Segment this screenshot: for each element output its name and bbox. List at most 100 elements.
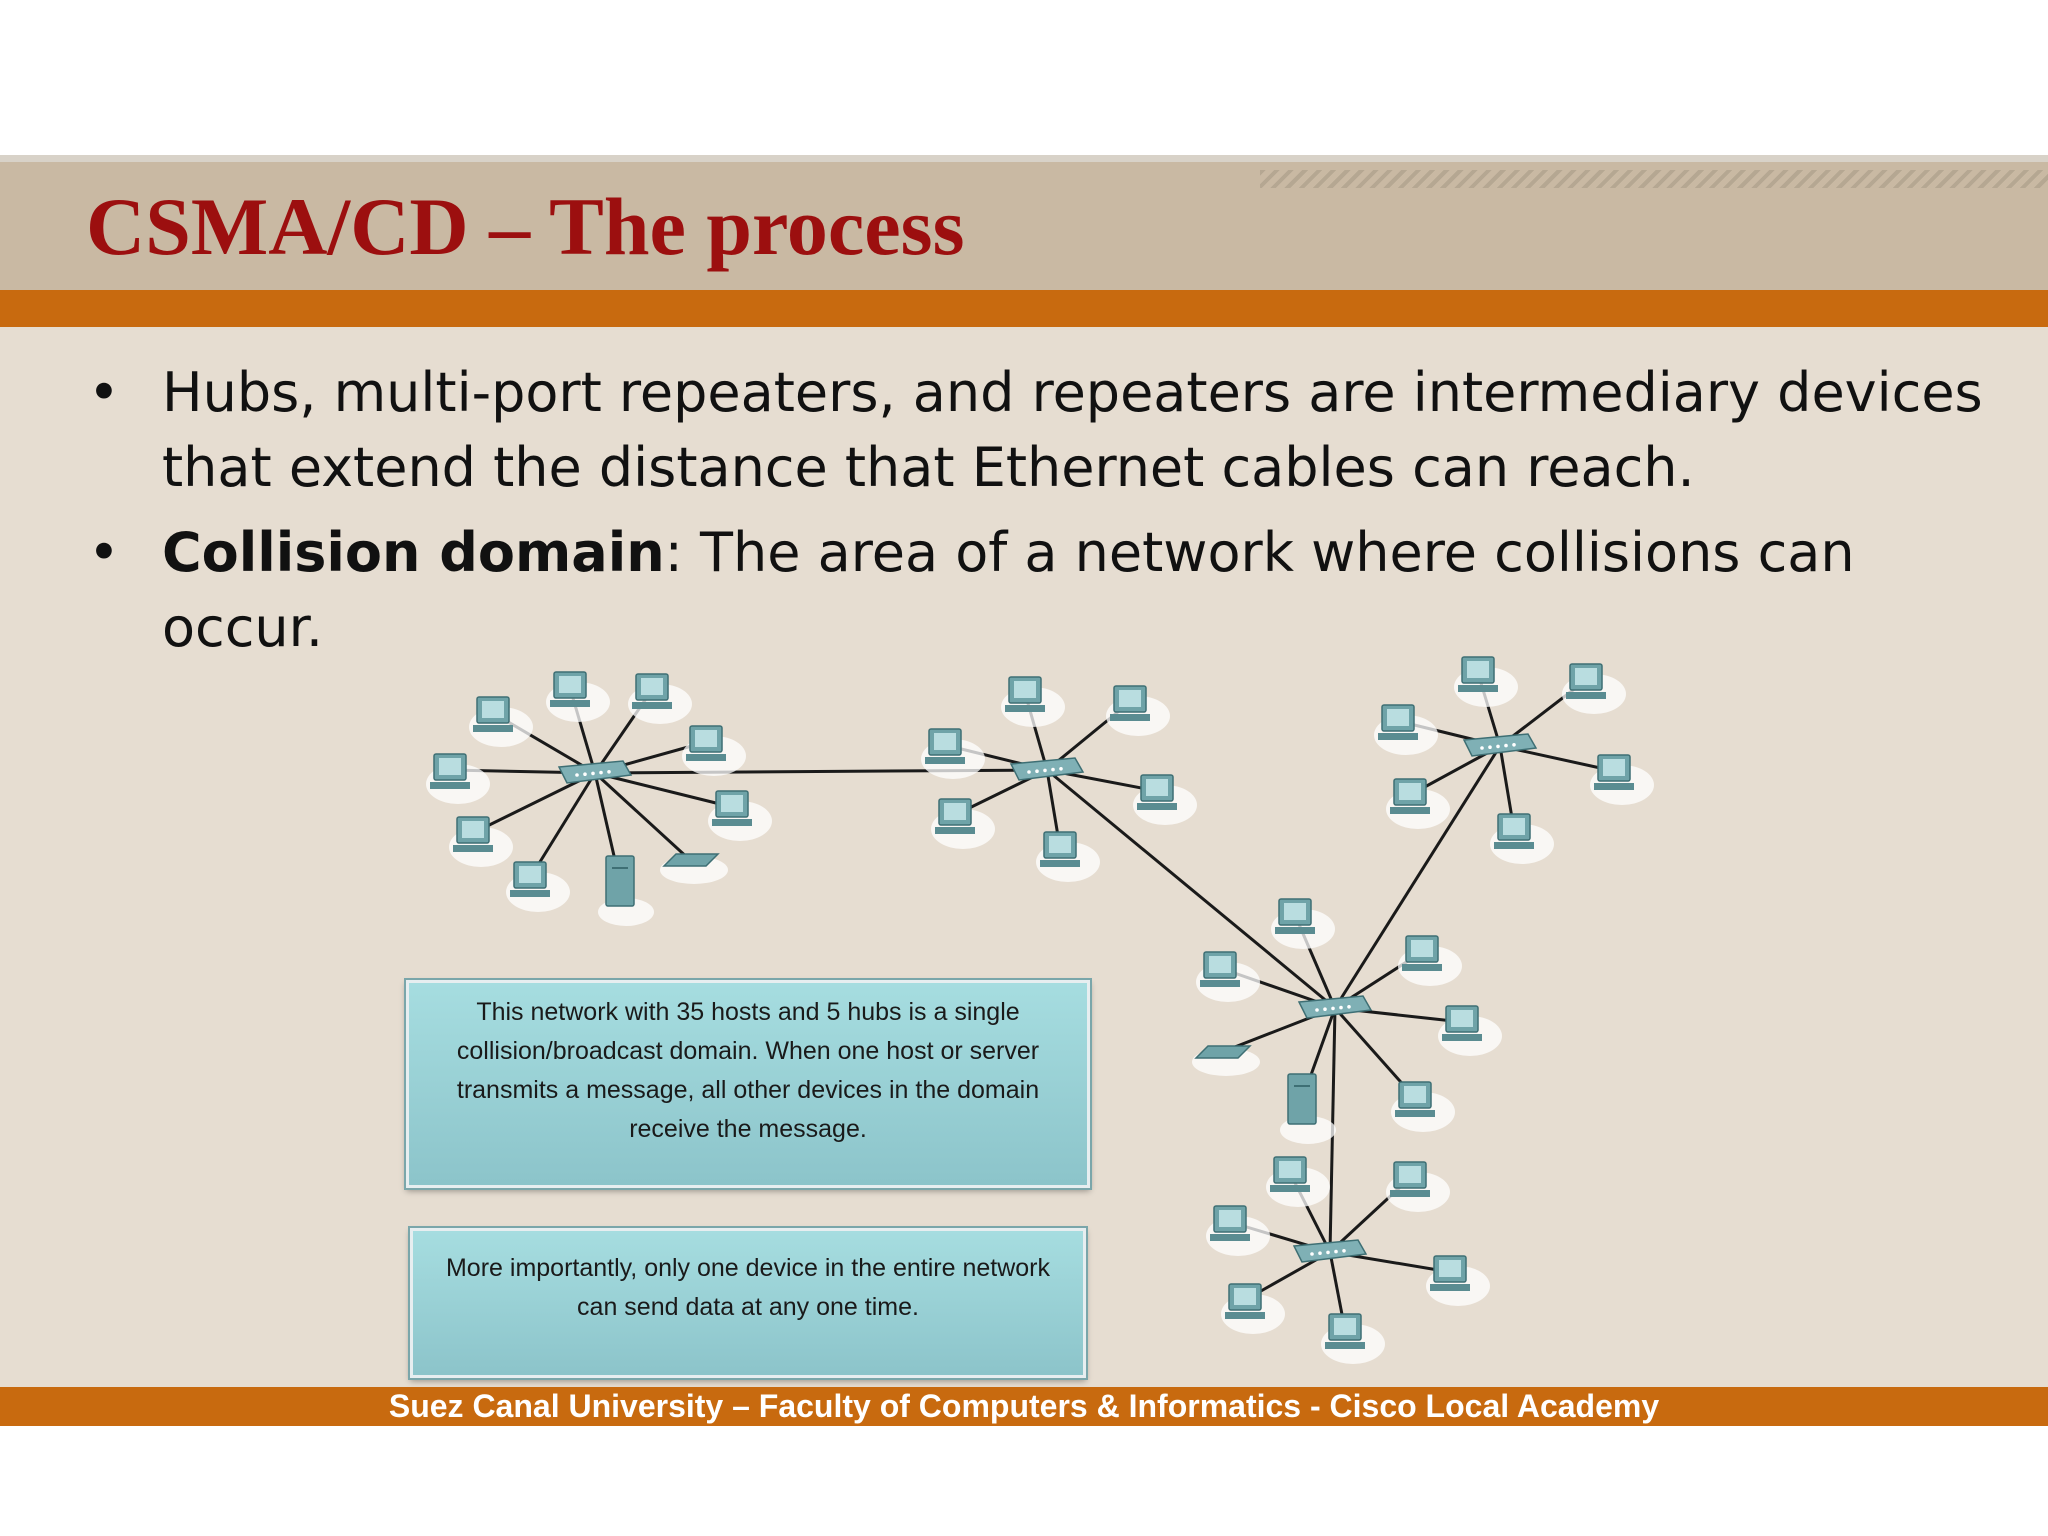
pc-icon-screen — [1234, 1288, 1256, 1305]
hub-icon — [1462, 733, 1538, 757]
hub-icon-port-led — [1504, 743, 1508, 748]
callout-text: This network with 35 hosts and 5 hubs is… — [456, 998, 1040, 1143]
pc-icon-screen — [934, 733, 956, 750]
pc-icon-screen — [721, 795, 743, 812]
pc-icon-screen — [1387, 709, 1409, 726]
hub-icon-port-led — [1480, 746, 1484, 750]
pc-icon-keyboard — [1566, 692, 1606, 699]
hub-icon — [557, 760, 633, 784]
pc-icon-keyboard — [632, 702, 672, 709]
pc-icon-screen — [1575, 668, 1597, 685]
hub-icon-port-led — [1043, 768, 1047, 773]
hub-icon-port-led — [1027, 770, 1031, 774]
hub-icon-port-led — [607, 770, 611, 774]
hub-icon-port-led — [1310, 1252, 1314, 1256]
pc-icon-screen — [1603, 759, 1625, 776]
hub-icon-port-led — [1051, 767, 1055, 772]
hub-icon-port-led — [1318, 1251, 1322, 1255]
host-link — [593, 771, 692, 862]
network-topology-diagram — [426, 656, 1654, 1364]
pc-icon-keyboard — [1005, 705, 1045, 712]
pc-icon-screen — [1399, 1166, 1421, 1183]
footer-bar: Suez Canal University – Faculty of Compu… — [0, 1387, 2048, 1426]
pc-icon-screen — [1209, 956, 1231, 973]
pc-icon-screen — [1334, 1318, 1356, 1335]
pc-icon-keyboard — [1378, 733, 1418, 740]
pc-icon-keyboard — [1270, 1185, 1310, 1192]
pc-icon-keyboard — [1458, 685, 1498, 692]
pc-icon-keyboard — [1110, 714, 1150, 721]
pc-icon-keyboard — [686, 754, 726, 761]
pc-icon-keyboard — [1402, 964, 1442, 971]
pc-icon-screen — [1119, 690, 1141, 707]
hub-icon — [1292, 1239, 1368, 1263]
bullet-item: • Collision domain: The area of a networ… — [88, 515, 1988, 665]
pc-icon-screen — [482, 701, 504, 718]
server-icon — [1287, 1073, 1317, 1125]
pc-icon-keyboard — [473, 725, 513, 732]
server-icon — [605, 855, 635, 907]
hub-icon-port-led — [599, 770, 603, 775]
pc-icon-keyboard — [510, 890, 550, 897]
hub-icon-port-led — [583, 772, 587, 776]
pc-icon-screen — [944, 803, 966, 820]
hub-icon-port-led — [591, 771, 595, 776]
hub-icon — [1297, 995, 1373, 1019]
pc-icon-keyboard — [1210, 1234, 1250, 1241]
bullet-text: : The area of a network where collisions… — [162, 521, 1855, 659]
pc-icon-screen — [1467, 661, 1489, 678]
pc-icon-keyboard — [925, 757, 965, 764]
pc-icon-screen — [1146, 779, 1168, 796]
pc-icon-keyboard — [712, 819, 752, 826]
pc-icon-screen — [559, 676, 581, 693]
host-link — [594, 771, 733, 809]
hub-icon-port-led — [1334, 1249, 1338, 1254]
pc-icon-keyboard — [1390, 807, 1430, 814]
hub-icon-port-led — [575, 773, 579, 777]
hub-icon-port-led — [1035, 769, 1039, 773]
host-link — [528, 772, 597, 879]
title-accent-bar — [0, 290, 2048, 327]
hub-icon-port-led — [1326, 1250, 1330, 1255]
pc-icon-keyboard — [1430, 1284, 1470, 1291]
pc-icon-screen — [1219, 1210, 1241, 1227]
hub-icon-port-led — [1342, 1249, 1346, 1253]
hub-link — [1333, 745, 1502, 1009]
pc-icon-screen — [1404, 1086, 1426, 1103]
pc-icon-screen — [462, 821, 484, 838]
callout-text: More importantly, only one device in the… — [445, 1254, 1050, 1321]
pc-icon-screen — [1014, 681, 1036, 698]
top-rule — [0, 155, 2048, 162]
title-hatch-decoration — [1260, 170, 2048, 188]
hub-icon-port-led — [1315, 1008, 1319, 1012]
pc-icon-keyboard — [1442, 1034, 1482, 1041]
content-area — [0, 327, 2048, 1387]
hub-icon-port-led — [1059, 767, 1063, 771]
pc-icon-keyboard — [1275, 927, 1315, 934]
bullet-list: • Hubs, multi-port repeaters, and repeat… — [88, 355, 1988, 675]
pc-icon-keyboard — [550, 700, 590, 707]
bullet-term: Collision domain — [162, 521, 665, 584]
slide-title: CSMA/CD – The process — [86, 181, 965, 272]
bullet-text: Hubs, multi-port repeaters, and repeater… — [162, 361, 1983, 499]
pc-icon-keyboard — [1594, 783, 1634, 790]
hub-icon-port-led — [1512, 743, 1516, 747]
bullet-item: • Hubs, multi-port repeaters, and repeat… — [88, 355, 1988, 505]
pc-icon-keyboard — [1200, 980, 1240, 987]
callout-one-sender: More importantly, only one device in the… — [408, 1226, 1088, 1380]
bullet-marker: • — [88, 521, 120, 584]
pc-icon-keyboard — [453, 845, 493, 852]
pc-icon-keyboard — [1390, 1190, 1430, 1197]
footer-text: Suez Canal University – Faculty of Compu… — [388, 1388, 1660, 1424]
pc-icon-screen — [695, 730, 717, 747]
pc-icon-keyboard — [1395, 1110, 1435, 1117]
pc-icon-screen — [1284, 903, 1306, 920]
pc-icon-keyboard — [430, 782, 470, 789]
pc-icon-keyboard — [935, 827, 975, 834]
hub-icon-port-led — [1339, 1005, 1343, 1010]
pc-icon-screen — [1399, 783, 1421, 800]
pc-icon-screen — [1439, 1260, 1461, 1277]
hub-icon-port-led — [1323, 1007, 1327, 1011]
hub-icon-port-led — [1331, 1006, 1335, 1011]
